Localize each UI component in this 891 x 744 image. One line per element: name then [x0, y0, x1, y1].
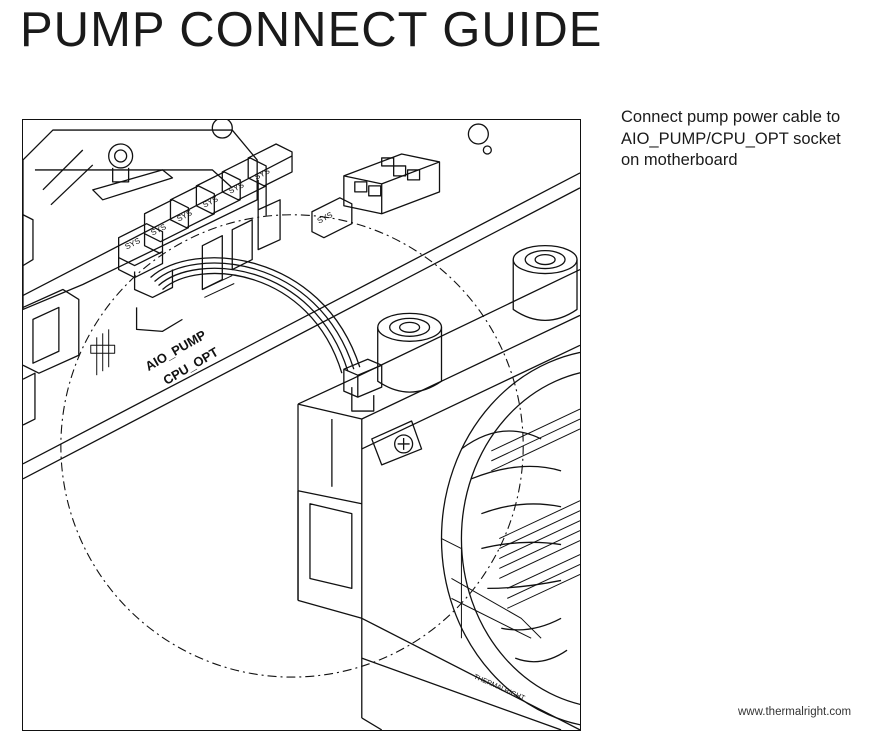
header-label: SYS — [123, 236, 141, 251]
motherboard-outline — [23, 155, 580, 480]
eps-power-connector — [343, 123, 492, 215]
radiator-fins — [441, 408, 580, 639]
diagram-illustration: SYS SYS SYS SYS SYS SYS SYS AIO_PUMP CPU… — [23, 120, 580, 730]
instruction-text: Connect pump power cable to AIO_PUMP/CPU… — [621, 108, 841, 169]
header-label: SYS — [227, 180, 245, 195]
vrm-heatsink — [23, 120, 258, 311]
tube-fitting-front — [377, 312, 443, 393]
fan-header-row — [118, 143, 353, 332]
header-label: SYS — [316, 210, 334, 225]
header-label: SYS — [201, 194, 219, 209]
cooler-block — [297, 268, 580, 730]
header-label: SYS — [149, 222, 167, 237]
tube-fitting-back — [512, 244, 578, 321]
pin-header-small — [90, 275, 235, 376]
left-connectors — [23, 288, 80, 426]
pump-connection-diagram: SYS SYS SYS SYS SYS SYS SYS AIO_PUMP CPU… — [22, 119, 581, 731]
pump-cable — [150, 257, 361, 374]
page-title: PUMP CONNECT GUIDE — [20, 3, 603, 57]
radiator-brand-label: THERMALRIGHT — [473, 674, 527, 703]
cooler-fan — [440, 351, 580, 726]
website-link[interactable]: www.thermalright.com — [738, 706, 852, 718]
header-label: SYS — [175, 208, 193, 223]
